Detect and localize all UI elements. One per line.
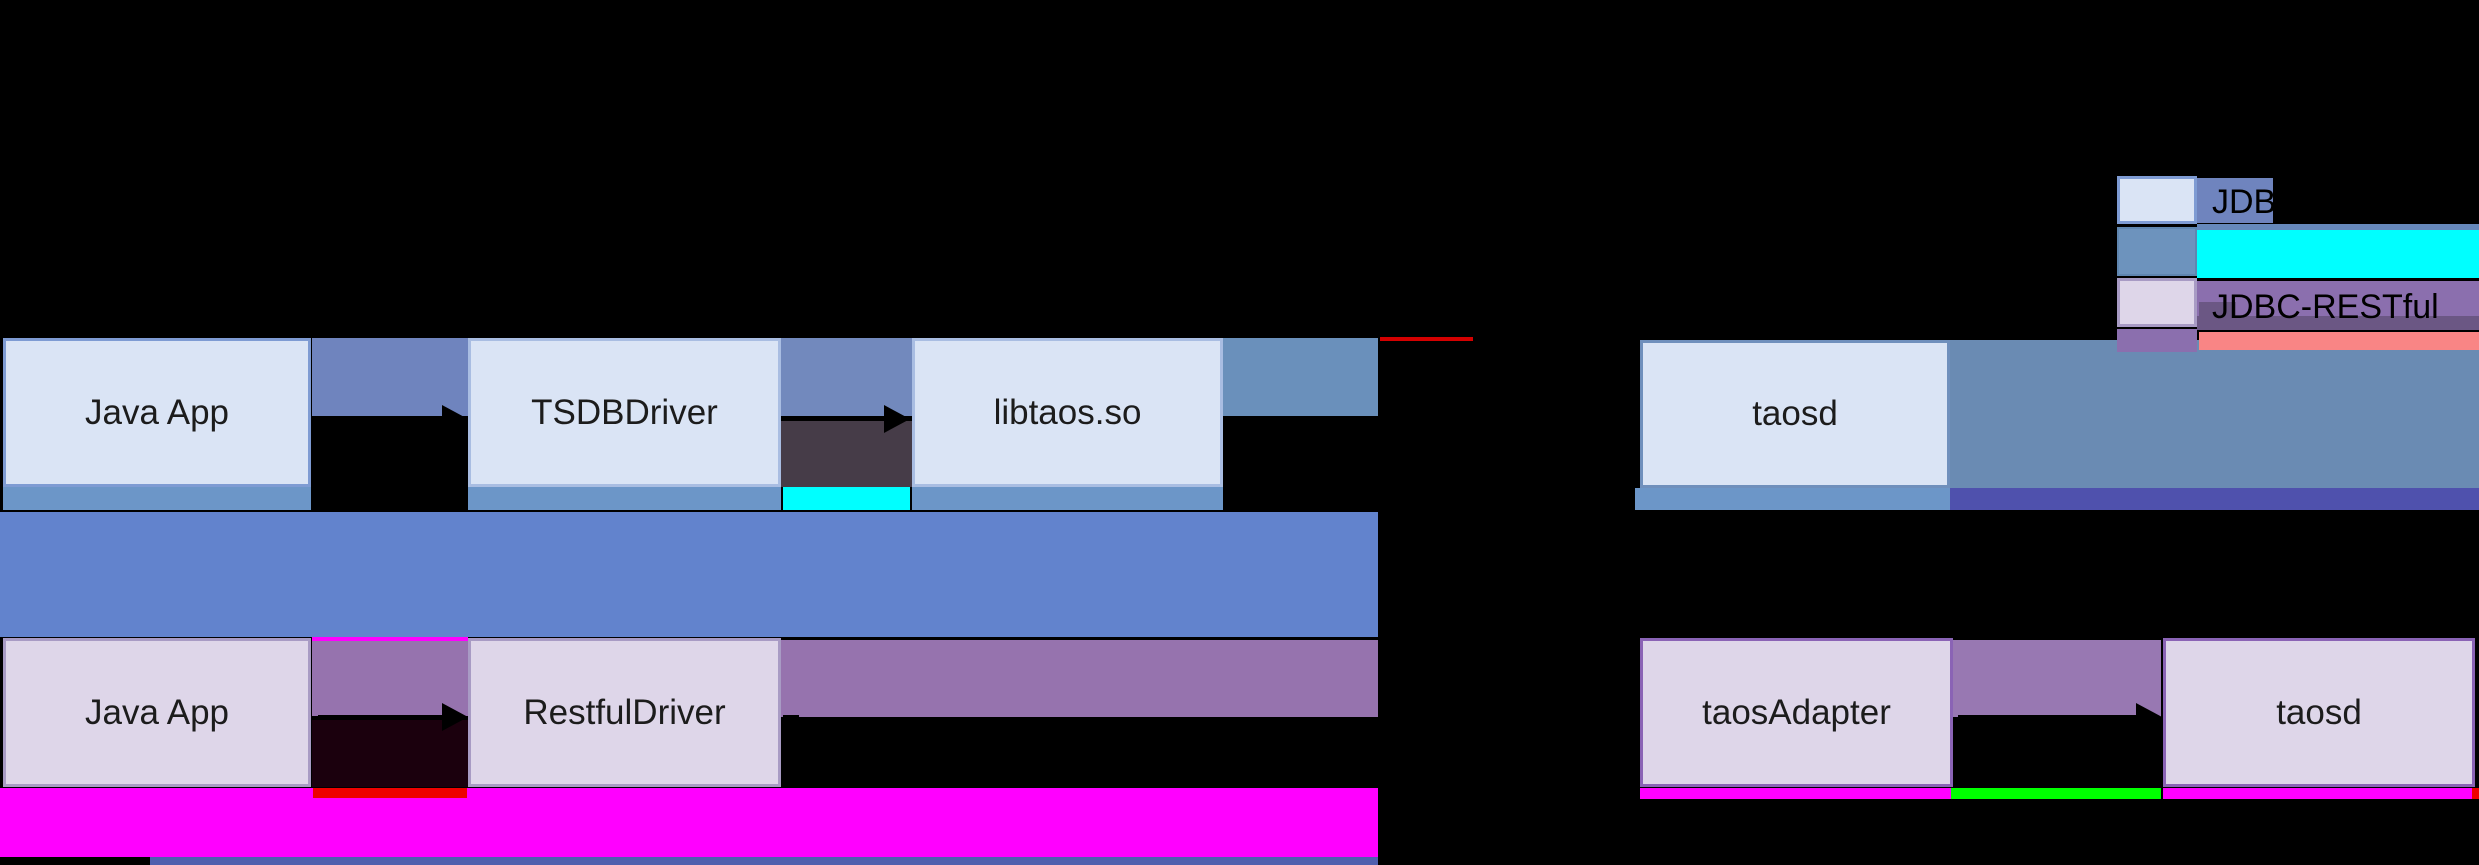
middle-periwinkle-band	[0, 512, 1378, 637]
legend-row1-blue-band	[2197, 178, 2273, 223]
arrow-taosadapter-taosd	[1958, 715, 2136, 719]
libtaos-under-strip	[912, 487, 1223, 510]
legend-row1-thin-strip	[2197, 224, 2479, 230]
arrowhead-javaapp-tsdbdriver	[442, 405, 468, 433]
legend-swatch-light-blue	[2117, 176, 2197, 224]
node-java-app-jni: Java App	[3, 338, 311, 487]
node-taosd-bottom-label: taosd	[2276, 692, 2362, 732]
java-app-under-strip	[3, 486, 311, 510]
node-java-app-rest-label: Java App	[85, 692, 229, 732]
node-java-app-rest: Java App	[3, 638, 311, 787]
node-tsdbdriver-label: TSDBDriver	[531, 392, 718, 432]
rest-long-mauve-band	[781, 640, 1378, 717]
arrow-javaapp-restfuldriver	[318, 715, 444, 719]
node-taosadapter: taosAdapter	[1640, 638, 1953, 787]
rest-gap2-band	[1953, 640, 2161, 717]
taosadapter-magenta-strip	[1640, 788, 1951, 799]
arrowhead-javaapp-restfuldriver	[442, 703, 468, 731]
legend-label-restful: JDBC-RESTful	[2212, 288, 2439, 326]
arrow-libtaos-taosd	[1230, 417, 1612, 421]
tsdbdriver-under-strip	[468, 486, 781, 510]
node-taosadapter-label: taosAdapter	[1702, 692, 1891, 732]
jni-gap1-band	[312, 338, 468, 416]
rest-gap1-magenta-line	[312, 637, 468, 641]
bottom-indigo-strip	[150, 857, 1378, 865]
node-tsdbdriver: TSDBDriver	[468, 338, 781, 487]
arrowhead-taosadapter-taosd	[2136, 703, 2162, 731]
jni-gap2-band	[781, 338, 912, 416]
node-restfuldriver: RestfulDriver	[468, 638, 781, 787]
node-taosd-top: taosd	[1640, 340, 1950, 488]
arrow-restfuldriver-stub	[783, 715, 799, 719]
legend-row2-cyan-band	[2197, 230, 2479, 278]
arrowhead-tsdbdriver-libtaos	[884, 405, 910, 433]
legend-row3-mauve-dark-strip	[2197, 316, 2479, 330]
node-taosd-bottom: taosd	[2163, 638, 2475, 787]
node-libtaos-label: libtaos.so	[993, 392, 1142, 432]
red-connector-line	[1380, 337, 1473, 341]
taosd-bottom-magenta-strip	[2163, 788, 2472, 799]
jni-gap3-band	[1223, 338, 1378, 416]
node-libtaos: libtaos.so	[912, 338, 1223, 487]
taosd-under-strip	[1635, 488, 1950, 510]
node-java-app-jni-label: Java App	[85, 392, 229, 432]
legend-swatch-mauve	[2117, 329, 2197, 352]
taosd-right-indigo-strip	[1950, 488, 2479, 510]
node-taosd-top-label: taosd	[1752, 394, 1838, 433]
legend-row4-salmon-band	[2199, 332, 2479, 350]
rest-gap1-red-strip	[313, 788, 467, 798]
rest-gap2-green-strip	[1951, 788, 2161, 799]
legend-swatch-lavender	[2117, 278, 2197, 327]
legend-row3-mauve-dark-block	[2199, 302, 2236, 326]
node-restfuldriver-label: RestfulDriver	[523, 692, 726, 732]
taosd-bottom-red-tick	[2472, 788, 2479, 799]
arrow-tsdbdriver-libtaos	[787, 417, 886, 421]
cyan-under-strip	[783, 487, 910, 510]
rest-gap1-dark-block	[312, 720, 468, 787]
bottom-magenta-band	[0, 788, 1378, 857]
arrow-javaapp-tsdbdriver	[318, 417, 444, 421]
legend-swatch-steel-blue	[2117, 227, 2197, 276]
arrowhead-libtaos-taosd	[1610, 405, 1636, 433]
taosd-right-band	[1950, 340, 2479, 488]
legend-label-jni: JDBC-JNI	[2212, 183, 2364, 221]
